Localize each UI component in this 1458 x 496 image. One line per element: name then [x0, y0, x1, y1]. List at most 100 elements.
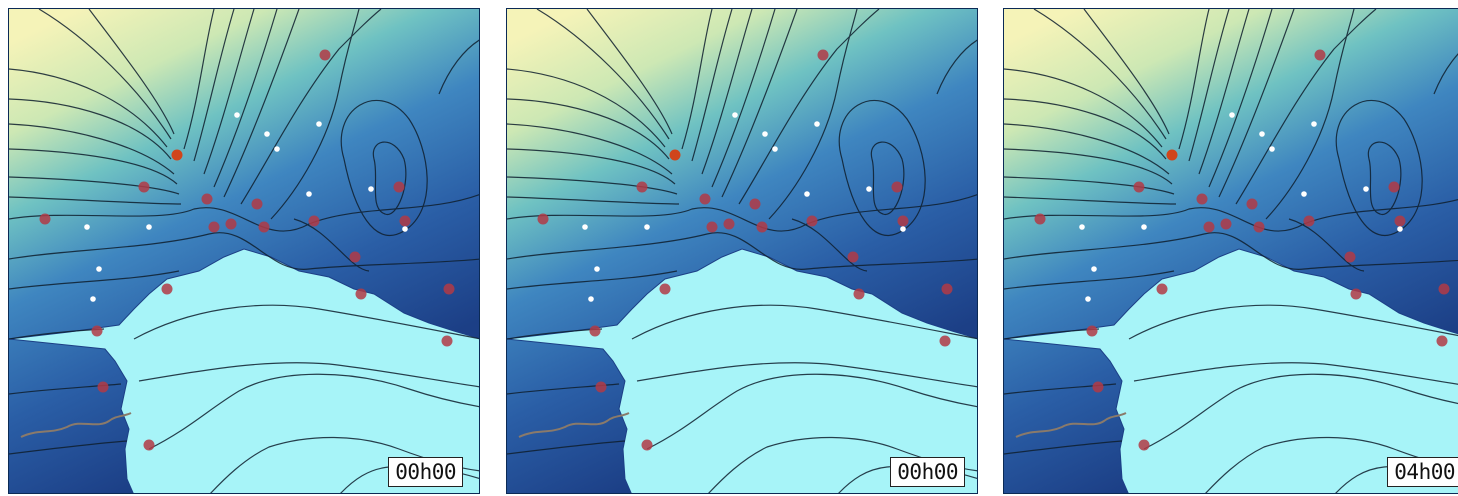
station-marker-white	[804, 191, 810, 197]
station-marker-white	[866, 186, 872, 192]
station-marker-red	[208, 221, 220, 233]
contour-line	[507, 196, 680, 205]
station-marker-red	[1092, 381, 1104, 393]
station-marker-red	[1086, 325, 1098, 337]
station-marker-white	[1141, 224, 1147, 230]
contour-line	[1004, 148, 1173, 185]
station-marker-red	[723, 218, 735, 230]
station-marker-white	[274, 146, 280, 152]
station-marker-red	[399, 215, 411, 227]
station-marker-white	[84, 224, 90, 230]
contour-line	[1133, 362, 1458, 385]
station-marker-red	[939, 335, 951, 347]
station-marker-red	[1246, 198, 1258, 210]
station-marker-red	[847, 251, 859, 263]
station-marker-white	[814, 121, 820, 127]
contour-line	[223, 9, 300, 198]
sea-area	[1004, 248, 1458, 493]
map-panel-1: 00h00	[8, 8, 480, 494]
station-marker-white	[588, 296, 594, 302]
station-marker-white	[644, 224, 650, 230]
station-marker-red	[441, 335, 453, 347]
contour-line	[1288, 218, 1365, 272]
station-marker-red	[319, 49, 331, 61]
river-line	[1015, 412, 1127, 438]
station-marker-white	[1091, 266, 1097, 272]
station-marker-white	[762, 131, 768, 137]
contour-line	[631, 304, 977, 340]
station-marker-red	[308, 215, 320, 227]
contour-line	[1004, 68, 1163, 148]
station-marker-highlight	[669, 149, 681, 161]
station-marker-red	[806, 215, 818, 227]
station-marker-red	[1203, 221, 1215, 233]
contour-line	[9, 98, 172, 160]
station-marker-red	[91, 325, 103, 337]
contour-line	[681, 9, 713, 150]
contour-map	[1004, 9, 1458, 493]
contour-line	[9, 148, 178, 185]
river-line	[518, 412, 630, 438]
stations	[39, 49, 455, 451]
contour-line	[1004, 196, 1177, 205]
station-marker-white	[306, 191, 312, 197]
sea-area	[507, 248, 977, 493]
station-marker-red	[659, 283, 671, 295]
contour-lines	[9, 9, 479, 493]
contour-line	[507, 148, 676, 185]
contour-line	[9, 383, 122, 395]
contour-line	[701, 9, 753, 175]
contour-line	[38, 9, 172, 140]
map-panel-2: 00h00	[506, 8, 978, 494]
station-marker-white	[368, 186, 374, 192]
contour-line	[507, 176, 678, 195]
station-marker-white	[594, 266, 600, 272]
contour-line	[240, 9, 382, 205]
contour-line	[148, 373, 479, 450]
contour-line	[88, 9, 175, 135]
contour-line	[507, 98, 670, 160]
contour-line	[270, 9, 360, 220]
contour-line	[1143, 373, 1458, 450]
contour-line	[1128, 304, 1458, 340]
station-marker-red	[1344, 251, 1356, 263]
station-marker-red	[1303, 215, 1315, 227]
station-marker-red	[699, 193, 711, 205]
station-marker-white	[90, 296, 96, 302]
contour-line	[1004, 440, 1123, 455]
time-label: 00h00	[890, 457, 965, 487]
station-marker-white	[1085, 296, 1091, 302]
station-marker-white	[1079, 224, 1085, 230]
contour-lines	[1004, 9, 1458, 493]
contour-line	[340, 99, 428, 236]
contour-line	[791, 218, 868, 272]
contour-line	[1208, 9, 1273, 188]
station-marker-red	[641, 439, 653, 451]
stations	[537, 49, 953, 451]
contour-map	[507, 9, 977, 493]
station-marker-red	[393, 181, 405, 193]
station-marker-white	[402, 226, 408, 232]
station-marker-red	[1436, 335, 1448, 347]
contour-line	[372, 141, 407, 215]
station-marker-red	[201, 193, 213, 205]
stations	[1034, 49, 1450, 451]
contour-line	[213, 9, 278, 188]
contour-line	[293, 218, 370, 272]
station-marker-white	[1397, 226, 1403, 232]
station-marker-red	[941, 283, 953, 295]
contour-line	[1004, 232, 1458, 270]
station-marker-red	[1394, 215, 1406, 227]
station-marker-white	[316, 121, 322, 127]
time-label: 04h00	[1387, 457, 1458, 487]
station-marker-red	[756, 221, 768, 233]
station-marker-white	[1269, 146, 1275, 152]
station-marker-white	[900, 226, 906, 232]
station-marker-red	[1314, 49, 1326, 61]
contour-line	[1188, 9, 1230, 162]
station-marker-white	[264, 131, 270, 137]
time-label: 00h00	[388, 457, 463, 487]
contour-line	[1198, 9, 1250, 175]
station-marker-red	[595, 381, 607, 393]
station-marker-red	[1253, 221, 1265, 233]
